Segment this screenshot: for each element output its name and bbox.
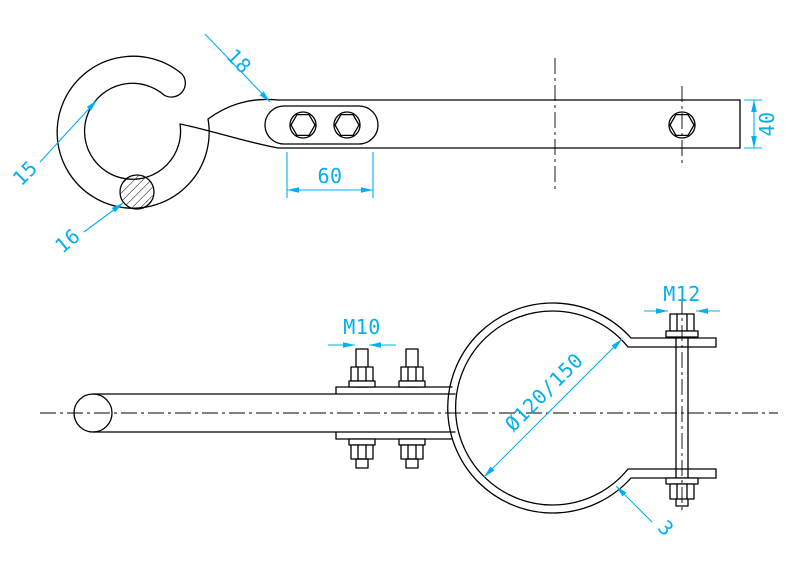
bolt-nut: [350, 444, 374, 460]
dim-label-section-diameter: 16: [50, 223, 85, 258]
hex-bolt-right: [668, 111, 696, 139]
dimension-m12: M12: [644, 282, 720, 314]
washer: [348, 438, 376, 446]
hook-outline: [56, 55, 279, 209]
dimension-hole-spacing: 60: [286, 152, 374, 198]
dim-label-bar-width: 40: [755, 111, 779, 136]
washer: [398, 380, 426, 388]
dimension-hook-opening: 18: [204, 33, 271, 103]
bolt-shaft-tip: [355, 458, 369, 469]
dim-label-pipe-diameter: Ø120/150: [500, 348, 588, 436]
m10-bolt-right: [398, 348, 426, 469]
bolt-circle: [289, 111, 317, 139]
bolt-hexagon: [669, 113, 695, 137]
bolt-hexagon: [290, 113, 316, 137]
dim-label-hook-opening: 18: [222, 44, 257, 79]
m10-bolt-left: [348, 348, 376, 469]
hex-bolt-middle: [333, 111, 361, 139]
diameter-line: [483, 338, 623, 478]
band-outer-edge: [447, 302, 717, 514]
dim-label-m12: M12: [663, 282, 701, 306]
dimension-bar-width: 40: [744, 99, 779, 149]
bar-section-hatched-circle: [119, 174, 155, 210]
dimension-hook-diameter: 15: [8, 99, 98, 191]
dim-label-hole-spacing: 60: [317, 164, 342, 188]
dimension-section-diameter: 16: [50, 202, 124, 258]
flat-bar: [277, 99, 741, 149]
bolt-circle: [333, 111, 361, 139]
bottom-view-pipe-clamp: M10 M12 Ø120/150 3: [40, 282, 778, 541]
dim-label-band-thickness: 3: [653, 515, 679, 541]
bolt-nut: [350, 366, 374, 382]
dimension-m10: M10: [328, 315, 396, 348]
washer: [348, 380, 376, 388]
washer: [398, 438, 426, 446]
bolt-circle: [668, 111, 696, 139]
dim-label-hook-diameter: 15: [8, 156, 43, 191]
leader-line: [615, 485, 653, 523]
leader-line: [39, 99, 98, 163]
clamp-band: [447, 302, 717, 514]
leader-line: [83, 202, 124, 233]
top-view-hook-and-bar: 18 15 16 60 40: [8, 33, 779, 258]
bolt-nut: [400, 444, 424, 460]
band-inner-edge: [455, 310, 717, 506]
bolt-shaft-tip: [405, 458, 419, 469]
dim-label-m10: M10: [343, 315, 381, 339]
hex-bolt-left: [289, 111, 317, 139]
leader-line: [204, 33, 271, 103]
bolt-hexagon: [334, 113, 360, 137]
dimension-pipe-diameter: Ø120/150: [483, 338, 623, 478]
bolt-plate: [264, 105, 379, 145]
bolt-nut: [400, 366, 424, 382]
